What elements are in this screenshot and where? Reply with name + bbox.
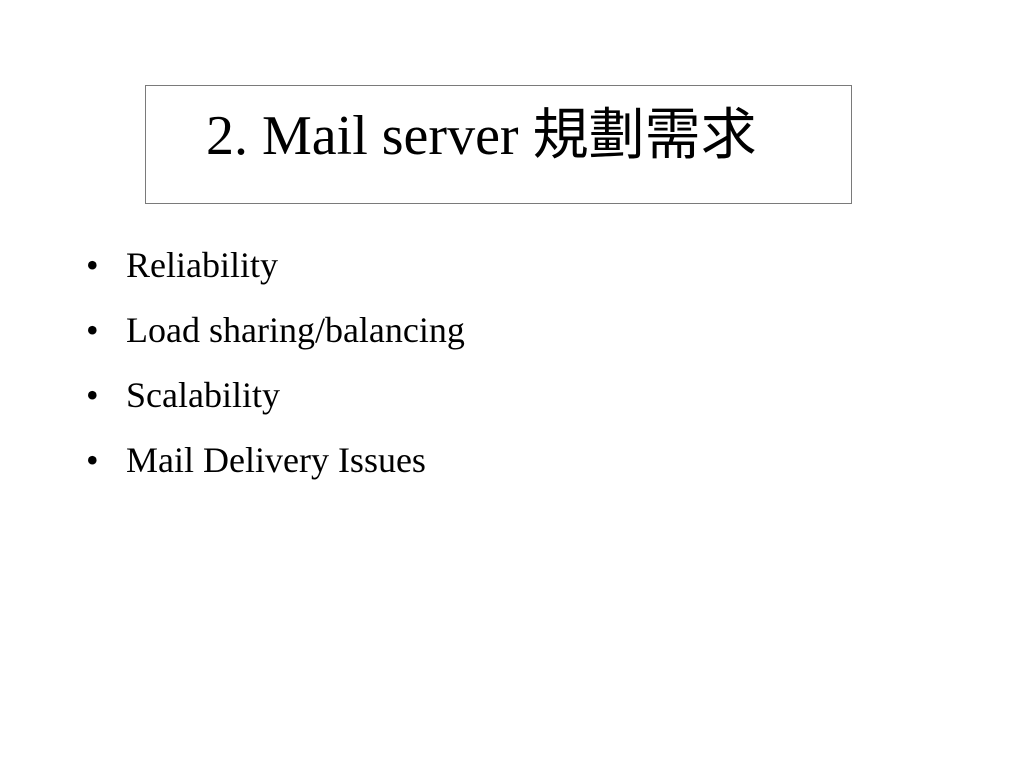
bullet-item-scalability: • Scalability (86, 363, 465, 428)
bullet-marker: • (86, 440, 99, 480)
bullet-item-reliability: • Reliability (86, 233, 465, 298)
bullet-text: Reliability (126, 245, 278, 285)
bullet-text: Scalability (126, 375, 280, 415)
bullet-marker: • (86, 245, 99, 285)
bullet-marker: • (86, 375, 99, 415)
title-box: 2. Mail server 規劃需求 (145, 85, 852, 204)
bullet-item-load-sharing: • Load sharing/balancing (86, 298, 465, 363)
bullet-text: Load sharing/balancing (126, 310, 465, 350)
bullet-item-mail-delivery: • Mail Delivery Issues (86, 428, 465, 493)
bullet-list: • Reliability • Load sharing/balancing •… (86, 233, 465, 493)
bullet-text: Mail Delivery Issues (126, 440, 426, 480)
bullet-marker: • (86, 310, 99, 350)
slide-title: 2. Mail server 規劃需求 (206, 105, 757, 167)
